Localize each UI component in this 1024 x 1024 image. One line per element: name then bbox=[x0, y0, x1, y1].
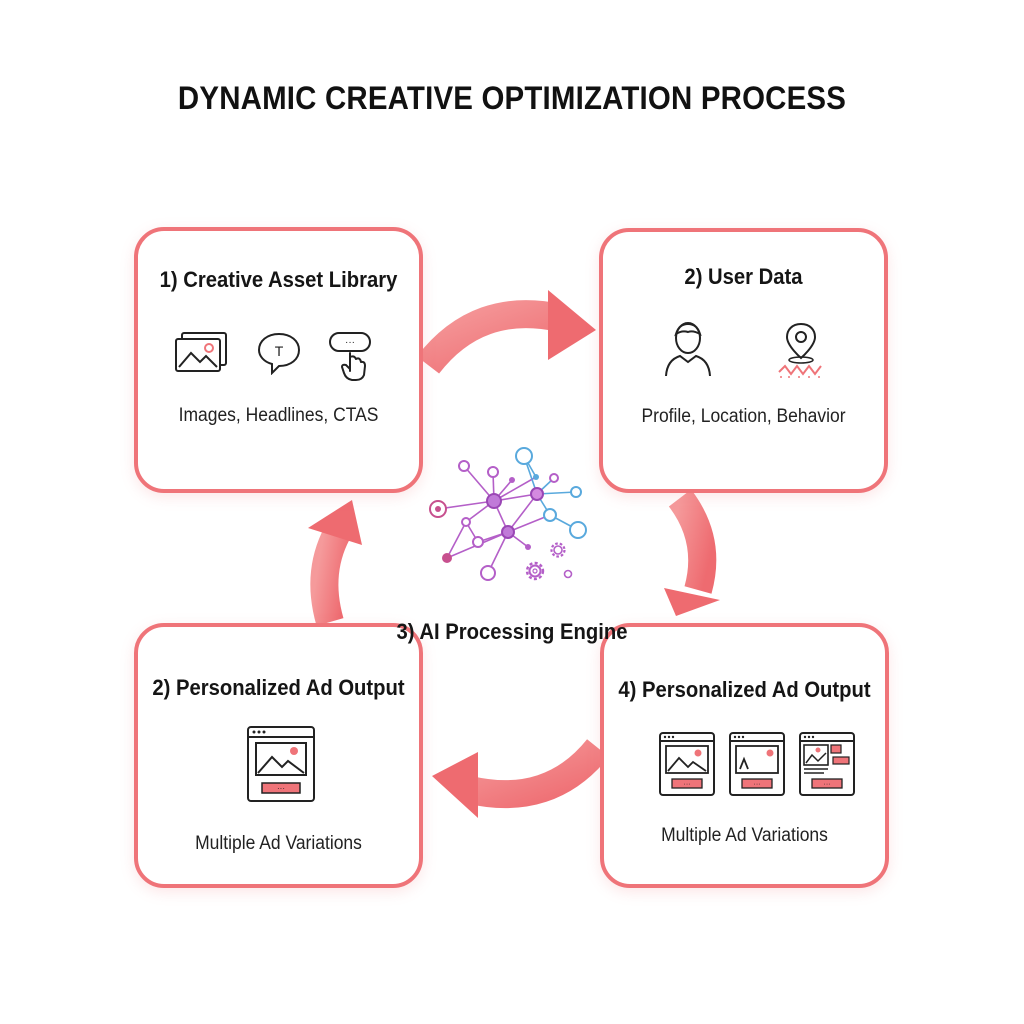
arrow-bottom bbox=[432, 738, 609, 818]
gear-icon bbox=[525, 561, 545, 581]
card-caption: Multiple Ad Variations bbox=[661, 825, 828, 846]
card-personalized-ad-output-right: 4) Personalized Ad Output ··· ··· ··· Mu… bbox=[600, 623, 889, 888]
button-dots: ··· bbox=[824, 781, 831, 788]
card-caption: Profile, Location, Behavior bbox=[641, 406, 846, 427]
ad-window-icon: ··· bbox=[729, 732, 785, 796]
bubble-letter: T bbox=[275, 343, 284, 359]
card-user-data: 2) User Data Profile, Location, Behavior bbox=[599, 228, 888, 493]
neural-network-icon bbox=[429, 447, 587, 581]
card-title: 2) Personalized Ad Output bbox=[152, 675, 405, 700]
page-title: DYNAMIC CREATIVE OPTIMIZATION PROCESS bbox=[177, 80, 847, 116]
image-gallery-icon bbox=[175, 332, 227, 372]
ad-window-icon: ··· bbox=[799, 732, 855, 796]
button-dots: ··· bbox=[754, 781, 761, 788]
ad-window-icon: ··· bbox=[659, 732, 715, 796]
card-title: 2) User Data bbox=[684, 264, 803, 289]
user-profile-icon bbox=[665, 322, 711, 377]
card-caption: Images, Headlines, CTAS bbox=[178, 405, 379, 426]
gear-icon bbox=[550, 542, 566, 558]
button-dots: ··· bbox=[277, 784, 285, 793]
card-creative-asset-library: 1) Creative Asset Library T ··· Images, … bbox=[134, 227, 423, 493]
card-title: 4) Personalized Ad Output bbox=[618, 677, 871, 702]
ad-window-icon: ··· bbox=[247, 726, 315, 802]
card-personalized-ad-output-left: 2) Personalized Ad Output ··· Multiple A… bbox=[134, 623, 423, 888]
arrow-top bbox=[416, 290, 596, 374]
button-dots: ··· bbox=[684, 781, 691, 788]
location-pin-icon bbox=[778, 322, 822, 378]
cta-dots: ··· bbox=[345, 337, 355, 348]
card-title: 1) Creative Asset Library bbox=[159, 267, 398, 292]
engine-label: 3) AI Processing Engine bbox=[396, 619, 628, 644]
card-caption: Multiple Ad Variations bbox=[195, 833, 362, 854]
cta-click-icon: ··· bbox=[329, 332, 371, 381]
arrow-right bbox=[664, 489, 720, 616]
text-bubble-icon: T bbox=[257, 332, 301, 375]
arrow-left bbox=[308, 500, 362, 626]
